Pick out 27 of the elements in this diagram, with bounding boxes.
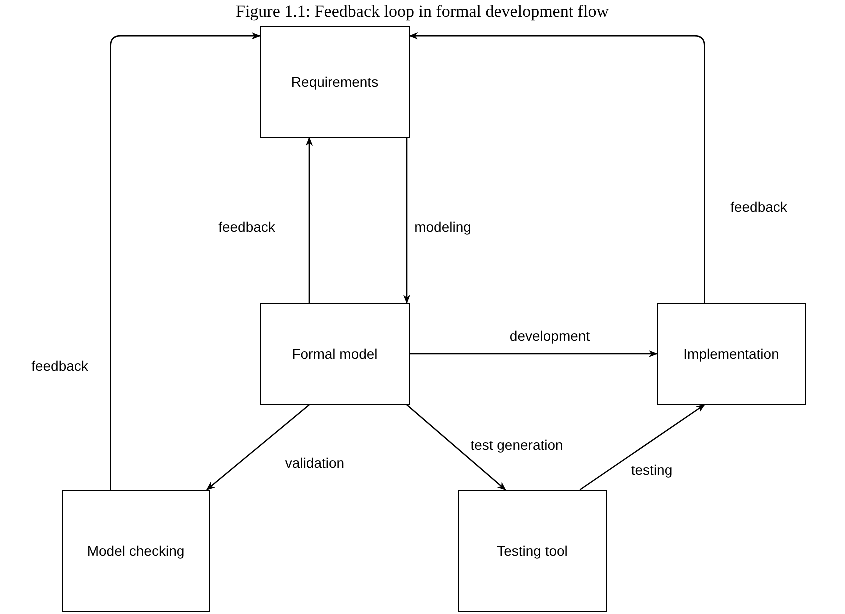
arrow	[110, 32, 261, 490]
edge-label: feedback	[32, 358, 88, 374]
edge-label: test generation	[470, 437, 564, 453]
arrow	[580, 404, 706, 491]
figure-title: Figure 1.1: Feedback loop in formal development flow	[235, 2, 610, 22]
arrow	[410, 350, 658, 358]
arrow	[206, 404, 310, 491]
edge-label: development	[510, 328, 590, 344]
arrow	[409, 32, 706, 303]
box-label: Formal model	[292, 346, 378, 362]
process-box	[657, 303, 806, 405]
box-label: Testing tool	[497, 543, 568, 559]
process-box	[260, 303, 410, 405]
box-label: Requirements	[291, 74, 379, 90]
process-box	[260, 26, 410, 138]
box-label: Implementation	[684, 346, 780, 362]
edge-label: modeling	[414, 219, 472, 235]
edge-label: validation	[285, 455, 345, 471]
edge-label: testing	[631, 462, 673, 478]
box-label: Model checking	[87, 543, 185, 559]
arrow	[403, 138, 411, 304]
process-box	[458, 490, 607, 612]
arrow	[406, 404, 506, 491]
process-box	[62, 490, 210, 612]
edge-label: feedback	[730, 199, 788, 215]
edge-label: feedback	[218, 219, 276, 235]
arrow	[306, 137, 314, 303]
